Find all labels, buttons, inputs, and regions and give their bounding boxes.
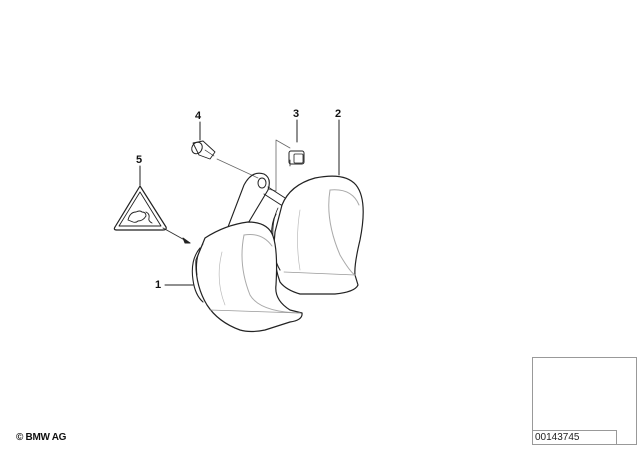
assembly-line-clip — [267, 139, 291, 192]
callout-1: 1 — [155, 279, 162, 291]
copyright-notice: © BMW AG — [16, 432, 67, 443]
arrow-head — [182, 237, 191, 244]
bolt-part — [191, 140, 216, 160]
warning-triangle-part — [113, 185, 167, 231]
diagram-number: 00143745 — [532, 430, 617, 445]
callout-3: 3 — [293, 108, 300, 120]
horn-high-tone-part — [270, 175, 364, 295]
callout-4: 4 — [195, 110, 202, 122]
assembly-line-bolt — [216, 158, 259, 179]
clip-nut-part — [288, 150, 305, 167]
horn-low-tone-part — [191, 221, 303, 333]
callout-2: 2 — [335, 108, 342, 120]
callout-5: 5 — [136, 154, 143, 166]
